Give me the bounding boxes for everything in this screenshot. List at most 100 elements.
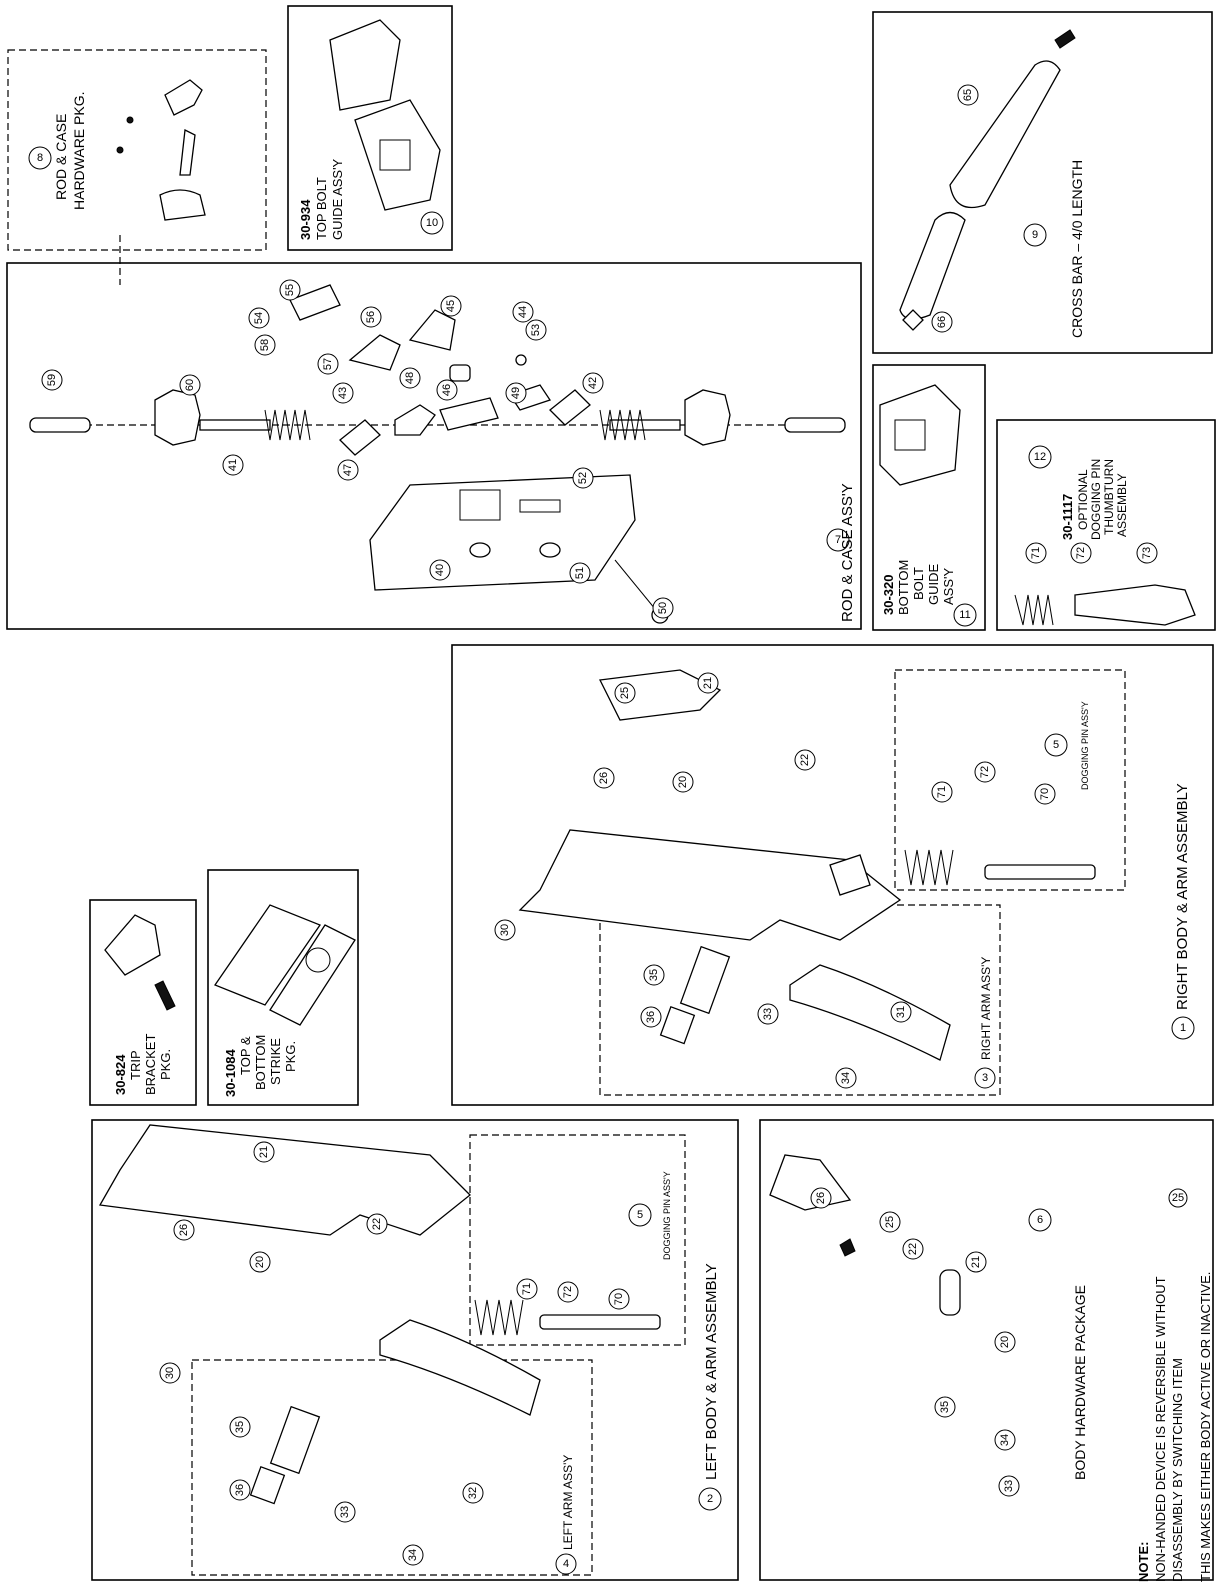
callout-number: 70	[613, 1293, 625, 1305]
callout-balloon	[334, 1501, 356, 1523]
callout-balloon	[41, 369, 63, 391]
dogging-pin-number: 5	[637, 1209, 643, 1221]
panel-title-line2: DOGGING PIN	[1089, 459, 1103, 540]
callout-balloon	[835, 1067, 857, 1089]
callout-number: 31	[895, 1006, 907, 1018]
callout-number: 58	[259, 339, 271, 351]
callout-number: 71	[521, 1283, 533, 1295]
callout-balloon	[1034, 783, 1056, 805]
callout-number: 35	[648, 969, 660, 981]
callout-balloon	[516, 1278, 538, 1300]
callout-balloon	[582, 372, 604, 394]
panel-number: 8	[37, 152, 43, 164]
callout-number: 73	[1141, 547, 1153, 559]
panel-title: LEFT BODY & ARM ASSEMBLY	[703, 1263, 720, 1480]
panel-number: 6	[1037, 1214, 1043, 1226]
callout-balloon	[462, 1482, 484, 1504]
panel-bottom-bolt-guide: 30-320 BOTTOM BOLT GUIDE ASS'Y 11	[872, 364, 986, 631]
left-arm-number: 4	[563, 1558, 569, 1570]
callout-balloon	[173, 1219, 195, 1241]
callout-number: 21	[702, 677, 714, 689]
callout-balloon	[614, 682, 636, 704]
panel-left-body-arm: DOGGING PIN ASS'Y 5 LEFT ARM ASS'Y 4 LEF…	[91, 1119, 739, 1581]
callout-balloon	[505, 382, 527, 404]
part-code: 30-320	[881, 575, 896, 615]
callout-number: 53	[530, 324, 542, 336]
callout-balloon	[931, 311, 953, 333]
callout-number: 42	[587, 377, 599, 389]
callout-number: 20	[254, 1256, 266, 1268]
note-block: NOTE: NON-HANDED DEVICE IS REVERSIBLE WI…	[1136, 1188, 1213, 1582]
callout-number: 26	[598, 772, 610, 784]
callout-number: 71	[1030, 547, 1042, 559]
note-heading: NOTE:	[1136, 1542, 1151, 1582]
callout-number: 20	[999, 1336, 1011, 1348]
panel-number: 9	[1032, 229, 1038, 241]
callout-number: 35	[939, 1401, 951, 1413]
callout-balloon	[249, 1251, 271, 1273]
callout-balloon	[317, 353, 339, 375]
callout-balloon	[360, 306, 382, 328]
callout-balloon	[254, 334, 276, 356]
callout-balloon	[494, 919, 516, 941]
panel-title-line1: TRIP	[128, 1050, 143, 1080]
dogging-pin-title: DOGGING PIN ASS'Y	[1080, 701, 1090, 790]
callout-number: 44	[517, 306, 529, 318]
callout-balloon	[429, 559, 451, 581]
callout-balloon	[402, 1544, 424, 1566]
callout-balloon	[879, 1211, 901, 1233]
callout-balloon	[253, 1141, 275, 1163]
callout-number: 55	[284, 284, 296, 296]
callout-balloon	[1025, 542, 1047, 564]
panel-number: 2	[707, 1493, 713, 1505]
panel-number: 10	[426, 217, 438, 229]
callout-balloon	[159, 1362, 181, 1384]
panel-title-line4: PKG.	[283, 1041, 298, 1072]
panel-strike-pkg: 30-1084 TOP & BOTTOM STRIKE PKG.	[207, 869, 359, 1106]
callout-number: 32	[467, 1487, 479, 1499]
callout-balloon	[994, 1331, 1016, 1353]
panel-top-bolt-guide: 30-934 TOP BOLT GUIDE ASS'Y 10	[287, 5, 453, 251]
callout-number: 48	[404, 372, 416, 384]
note-line2: DISASSEMBLY BY SWITCHING ITEM	[1170, 1358, 1185, 1582]
callout-balloon	[957, 84, 979, 106]
panel-number: 7	[835, 534, 841, 546]
callout-balloon	[640, 1006, 662, 1028]
panel-number: 11	[959, 609, 970, 621]
callout-number: 22	[907, 1243, 919, 1255]
callout-number: 54	[253, 312, 265, 324]
callout-balloon	[557, 1281, 579, 1303]
panel-title-line2: HARDWARE PKG.	[71, 92, 87, 211]
callout-balloon	[179, 374, 201, 396]
callout-balloon	[994, 1429, 1016, 1451]
panel-title-line3: PKG.	[158, 1049, 173, 1080]
callout-balloon	[931, 781, 953, 803]
callout-number: 51	[574, 567, 586, 579]
panel-dogging-thumbturn: 12 30-1117 OPTIONAL DOGGING PIN THUMBTUR…	[996, 419, 1216, 631]
callout-balloon	[279, 279, 301, 301]
callout-number: 34	[407, 1549, 419, 1561]
callout-number: 49	[510, 387, 522, 399]
right-arm-title: RIGHT ARM ASS'Y	[979, 957, 993, 1060]
callout-balloon	[399, 367, 421, 389]
callout-balloon	[366, 1213, 388, 1235]
callout-balloon	[608, 1288, 630, 1310]
panel-title-line2: BOTTOM	[253, 1035, 268, 1090]
callout-balloon	[248, 307, 270, 329]
callout-number: 33	[339, 1506, 351, 1518]
callout-balloon	[902, 1238, 924, 1260]
panel-title-line3: STRIKE	[268, 1038, 283, 1085]
callout-balloon	[512, 301, 534, 323]
callout-balloon	[337, 459, 359, 481]
panel-title-line1: OPTIONAL	[1076, 469, 1090, 530]
panel-title-line3: THUMBTURN	[1102, 459, 1116, 535]
panel-title: BODY HARDWARE PACKAGE	[1072, 1285, 1088, 1480]
callout-number: 35	[234, 1421, 246, 1433]
panel-right-body-arm: DOGGING PIN ASS'Y 5 RIGHT ARM ASS'Y 3 RI…	[451, 644, 1214, 1106]
callout-number: 33	[1003, 1480, 1015, 1492]
callout-number: 25	[884, 1216, 896, 1228]
